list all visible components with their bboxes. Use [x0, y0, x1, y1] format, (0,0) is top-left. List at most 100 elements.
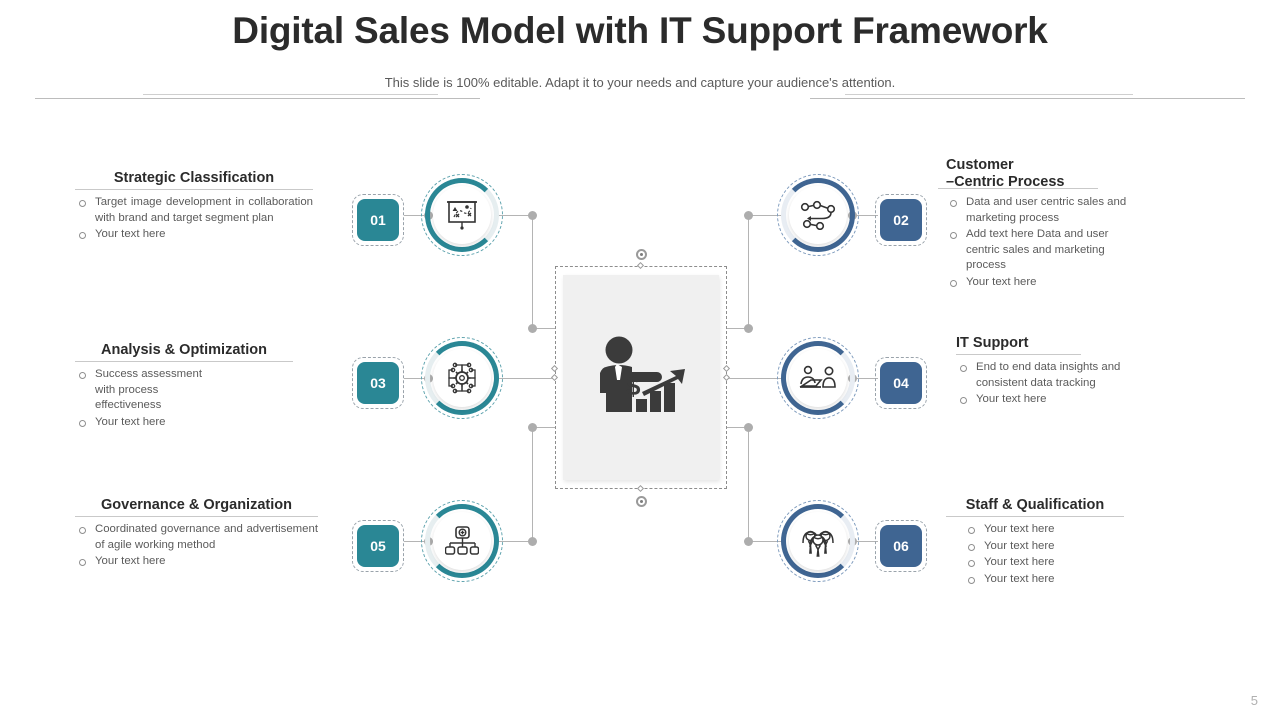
connector-dot: [528, 423, 537, 432]
page-title: Digital Sales Model with IT Support Fram…: [232, 10, 1048, 51]
right-block-2: IT Support End to end data insights and …: [956, 335, 1120, 409]
divider: [938, 188, 1098, 189]
divider: [956, 354, 1081, 355]
connector-line: [404, 378, 432, 379]
header-rule-right-inner: [845, 94, 1133, 95]
list-item: Your text here: [75, 415, 205, 431]
node-03-ring: [425, 341, 499, 415]
selection-handle-bottom[interactable]: [636, 496, 647, 507]
right-block-3: Staff & Qualification Your text here You…: [946, 497, 1124, 588]
list-item: Add text here Data and user centric sale…: [946, 227, 1136, 274]
left-block-2-heading: Analysis & Optimization: [101, 342, 267, 358]
node-01-dashed-ring: [421, 174, 503, 256]
team-group-icon: [802, 530, 834, 557]
node-04-icon-circle[interactable]: [789, 349, 847, 407]
list-item: Your text here: [946, 275, 1136, 291]
list-item: Your text here: [956, 392, 1151, 408]
connector-dot: [528, 537, 537, 546]
connector-dot: [744, 211, 753, 220]
header-rule-left-inner: [143, 94, 438, 95]
node-02-ring: [781, 178, 855, 252]
right-block-1-heading-line2: –Centric Process: [946, 174, 1065, 190]
connector-line: [498, 378, 556, 379]
selection-handle-top[interactable]: [636, 249, 647, 260]
node-02-dashed-ring: [777, 174, 859, 256]
divider: [946, 516, 1124, 517]
divider: [75, 189, 313, 190]
node-02-badge-outline: [875, 194, 927, 246]
node-03-badge[interactable]: 03: [357, 362, 399, 404]
connector-line: [850, 541, 878, 542]
node-06-icon-circle[interactable]: [789, 512, 847, 570]
list-item: Your text here: [75, 554, 318, 570]
node-05-dashed-ring: [421, 500, 503, 582]
connector-dot: [528, 211, 537, 220]
left-block-2: Analysis & Optimization Success assessme…: [75, 342, 293, 431]
node-02-badge[interactable]: 02: [880, 199, 922, 241]
node-05-icon-circle[interactable]: [433, 512, 491, 570]
node-03-icon-circle[interactable]: [433, 349, 491, 407]
left-block-3: Governance & Organization Coordinated go…: [75, 497, 318, 571]
node-04-dashed-ring: [777, 337, 859, 419]
connector-line: [748, 541, 783, 542]
node-06-ring: [781, 504, 855, 578]
connector-line: [850, 215, 878, 216]
connector-line: [726, 378, 783, 379]
connector-line: [532, 328, 556, 329]
node-01-ring: [425, 178, 499, 252]
node-01-icon-circle[interactable]: [433, 186, 491, 244]
list-item: Your text here: [75, 227, 313, 243]
node-01-badge[interactable]: 01: [357, 199, 399, 241]
connector-dot: [528, 324, 537, 333]
list-item: Your text here: [964, 539, 1124, 555]
slide-subtitle: This slide is 100% editable. Adapt it to…: [384, 75, 896, 90]
node-06-badge-outline: [875, 520, 927, 572]
svg-text:$: $: [626, 371, 641, 401]
list-item: Data and user centric sales and marketin…: [946, 195, 1136, 226]
connector-line: [404, 541, 432, 542]
node-05-badge-outline: [352, 520, 404, 572]
list-item: Your text here: [964, 555, 1124, 571]
node-02-icon-circle[interactable]: [789, 186, 847, 244]
connector-line: [726, 427, 750, 428]
connector-line: [748, 427, 749, 541]
node-05-badge[interactable]: 05: [357, 525, 399, 567]
connector-line: [748, 215, 749, 328]
divider: [75, 516, 318, 517]
right-block-1: Customer –Centric Process Data and user …: [938, 157, 1126, 291]
connector-line: [498, 215, 533, 216]
node-06-dashed-ring: [777, 500, 859, 582]
node-03-badge-outline: [352, 357, 404, 409]
node-04-badge[interactable]: 04: [880, 362, 922, 404]
node-05-ring: [425, 504, 499, 578]
right-block-1-heading-line1: Customer: [946, 157, 1014, 173]
right-block-2-heading: IT Support: [956, 335, 1029, 351]
right-block-3-bullets: Your text here Your text here Your text …: [964, 522, 1124, 587]
list-item: Your text here: [964, 572, 1124, 588]
list-item: Target image development in collaboratio…: [75, 195, 313, 226]
header-rule-left-outer: [35, 98, 480, 99]
center-panel[interactable]: $: [563, 275, 719, 480]
divider: [75, 361, 293, 362]
connector-dot: [744, 537, 753, 546]
left-block-1: Strategic Classification Target image de…: [75, 170, 313, 244]
left-block-3-heading: Governance & Organization: [101, 497, 292, 513]
gear-network-icon: [448, 362, 476, 394]
support-desk-icon: [799, 365, 836, 388]
connector-line: [404, 215, 432, 216]
connector-line: [850, 378, 878, 379]
node-04-ring: [781, 341, 855, 415]
connector-line: [748, 215, 783, 216]
node-03-dashed-ring: [421, 337, 503, 419]
businessman-growth-chart-icon: $: [600, 336, 685, 412]
right-block-1-bullets: Data and user centric sales and marketin…: [946, 195, 1136, 290]
connector-line: [726, 328, 750, 329]
connector-dot: [744, 423, 753, 432]
right-block-2-bullets: End to end data insights and consistent …: [956, 360, 1151, 408]
list-item: Success assessment with process effectiv…: [75, 367, 205, 414]
node-06-badge[interactable]: 06: [880, 525, 922, 567]
left-block-3-bullets: Coordinated governance and advertisement…: [75, 522, 318, 570]
connector-line: [498, 541, 533, 542]
strategy-board-icon: [447, 201, 477, 230]
header-rule-right-outer: [810, 98, 1245, 99]
